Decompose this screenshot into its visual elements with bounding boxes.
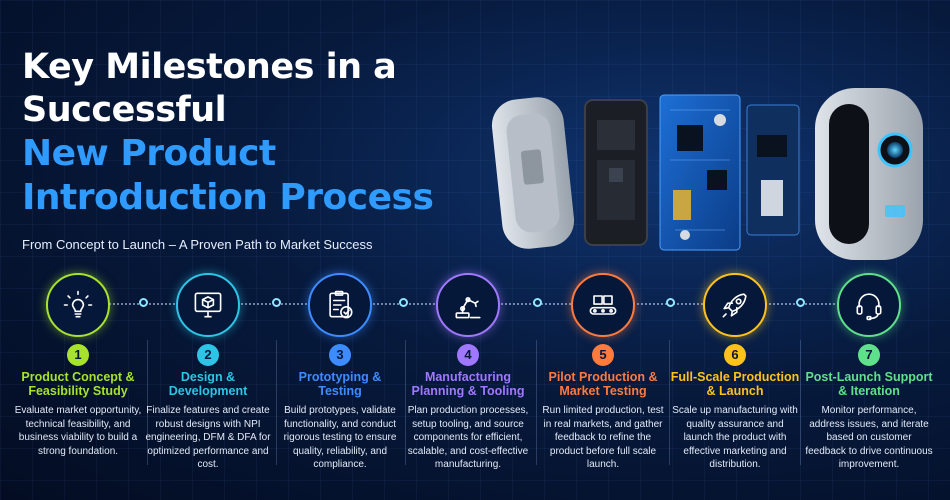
step-title: Prototyping & Testing bbox=[298, 370, 382, 398]
title-line-4: Introduction Process bbox=[22, 177, 434, 218]
column-divider bbox=[276, 340, 277, 465]
timeline-dot bbox=[399, 298, 408, 307]
step-description: Plan production processes, setup tooling… bbox=[407, 405, 529, 470]
step-description: Monitor performance, address issues, and… bbox=[805, 405, 933, 470]
milestone-step-1: 1 Product Concept & Feasibility Study Ev… bbox=[12, 273, 144, 458]
title-line-1: Key Milestones in a bbox=[22, 47, 397, 87]
milestone-step-2: 2 Design & Development Finalize features… bbox=[142, 273, 274, 472]
back-shell-part bbox=[491, 97, 575, 249]
title-line-2: Successful bbox=[22, 90, 227, 130]
timeline-dot bbox=[666, 298, 675, 307]
timeline-dot bbox=[139, 298, 148, 307]
lightbulb-icon bbox=[63, 290, 93, 318]
column-divider bbox=[800, 340, 801, 465]
step-description: Scale up manufacturing with quality assu… bbox=[672, 405, 798, 470]
step-description: Build prototypes, validate functionality… bbox=[283, 405, 397, 470]
step-icon-ring bbox=[436, 273, 500, 337]
step-title: Pilot Production & Market Testing bbox=[548, 370, 658, 398]
step-title: Manufacturing Planning & Tooling bbox=[411, 370, 525, 398]
robot-arm-icon bbox=[455, 296, 481, 319]
column-divider bbox=[669, 340, 670, 465]
conveyor-icon bbox=[589, 295, 617, 315]
product-exploded-view-image bbox=[491, 88, 923, 260]
sub-board-part bbox=[746, 104, 800, 236]
milestone-step-3: 3 Prototyping & Testing Build prototypes… bbox=[274, 273, 406, 472]
step-description: Evaluate market opportunity, technical f… bbox=[14, 405, 142, 457]
step-title: Product Concept & Feasibility Study bbox=[21, 370, 135, 398]
step-number-badge: 1 bbox=[67, 344, 89, 366]
column-divider bbox=[147, 340, 148, 465]
milestone-step-6: 6 Full-Scale Production & Launch Scale u… bbox=[669, 273, 801, 472]
milestone-step-5: 5 Pilot Production & Market Testing Run … bbox=[537, 273, 669, 472]
milestone-step-7: 7 Post-Launch Support & Iteration Monito… bbox=[803, 273, 935, 472]
title-line-3: New Product bbox=[22, 133, 276, 174]
step-number-badge: 3 bbox=[329, 344, 351, 366]
milestone-step-4: 4 Manufacturing Planning & Tooling Plan … bbox=[402, 273, 534, 472]
step-icon-ring bbox=[46, 273, 110, 337]
timeline-dot bbox=[796, 298, 805, 307]
step-icon-ring bbox=[571, 273, 635, 337]
front-device-part bbox=[815, 88, 923, 260]
step-number-badge: 5 bbox=[592, 344, 614, 366]
column-divider bbox=[405, 340, 406, 465]
step-title: Design & Development bbox=[168, 370, 248, 398]
column-divider bbox=[536, 340, 537, 465]
clipboard-check-icon bbox=[329, 290, 353, 319]
step-description: Finalize features and create robust desi… bbox=[145, 405, 271, 470]
headset-icon bbox=[856, 293, 882, 321]
step-number-badge: 7 bbox=[858, 344, 880, 366]
step-icon-ring bbox=[308, 273, 372, 337]
timeline-dot bbox=[272, 298, 281, 307]
rocket-icon bbox=[722, 293, 747, 318]
timeline-dot bbox=[533, 298, 542, 307]
step-title: Full-Scale Production & Launch bbox=[670, 370, 800, 398]
monitor-cube-icon bbox=[194, 292, 222, 318]
step-icon-ring bbox=[703, 273, 767, 337]
step-title: Post-Launch Support & Iteration bbox=[805, 370, 933, 398]
step-icon-ring bbox=[837, 273, 901, 337]
internal-frame-part bbox=[584, 99, 648, 246]
step-number-badge: 4 bbox=[457, 344, 479, 366]
step-number-badge: 6 bbox=[724, 344, 746, 366]
step-description: Run limited production, test in real mar… bbox=[542, 405, 664, 470]
page-title: Key Milestones in a Successful New Produ… bbox=[22, 46, 492, 220]
page-subtitle: From Concept to Launch – A Proven Path t… bbox=[22, 237, 373, 252]
step-number-badge: 2 bbox=[197, 344, 219, 366]
circuit-board-part bbox=[659, 94, 741, 251]
step-icon-ring bbox=[176, 273, 240, 337]
